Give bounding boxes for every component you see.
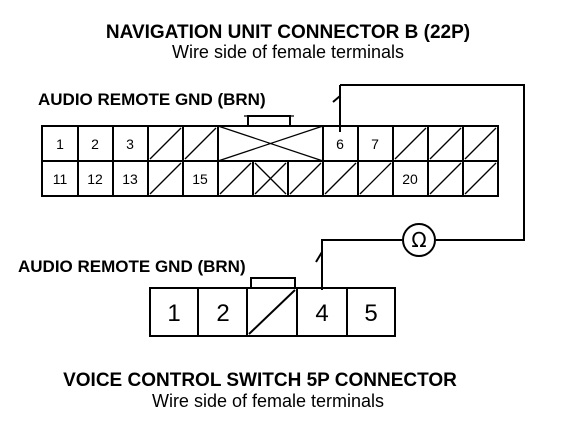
connector-b-pin-11: 11 [53, 171, 68, 187]
connector-b-pin-6: 6 [336, 136, 344, 152]
voice-control-switch-connector: 1 2 4 5 [149, 277, 396, 337]
switch-connector-body [149, 287, 396, 337]
connector-b-pin-7: 7 [371, 136, 379, 152]
ohm-symbol-icon: Ω [411, 228, 426, 252]
switch-pin-2: 2 [216, 300, 229, 327]
connector-b-pin-15: 15 [192, 171, 208, 187]
navigation-connector-b: 1 2 3 6 7 11 12 13 15 20 [41, 115, 499, 197]
probe-wire-top [340, 84, 525, 241]
switch-connector-latch [250, 277, 296, 289]
connector-b-pin-1: 1 [56, 136, 64, 152]
ohmmeter-circle [402, 223, 436, 257]
connector-b-pin-12: 12 [87, 171, 103, 187]
navigation-wire-label: AUDIO REMOTE GND (BRN) [38, 90, 266, 109]
switch-pin-1: 1 [167, 300, 180, 327]
switch-connector-title: VOICE CONTROL SWITCH 5P CONNECTOR [63, 370, 457, 391]
navigation-connector-title: NAVIGATION UNIT CONNECTOR B (22P) [106, 22, 470, 43]
navigation-connector-subtitle: Wire side of female terminals [172, 42, 404, 62]
switch-pin-4: 4 [315, 300, 328, 327]
connector-b-pin-2: 2 [91, 136, 99, 152]
connector-b-pin-20: 20 [402, 171, 418, 187]
probe-wires [315, 84, 525, 290]
connector-b-pin-3: 3 [126, 136, 134, 152]
connector-b-pin-13: 13 [122, 171, 138, 187]
ohmmeter: Ω [402, 223, 436, 257]
switch-wire-label: AUDIO REMOTE GND (BRN) [18, 257, 246, 276]
switch-connector-subtitle: Wire side of female terminals [152, 391, 384, 411]
probe-wire-bottom [321, 239, 402, 290]
connector-b-latch [247, 115, 291, 126]
switch-pin-5: 5 [364, 300, 377, 327]
